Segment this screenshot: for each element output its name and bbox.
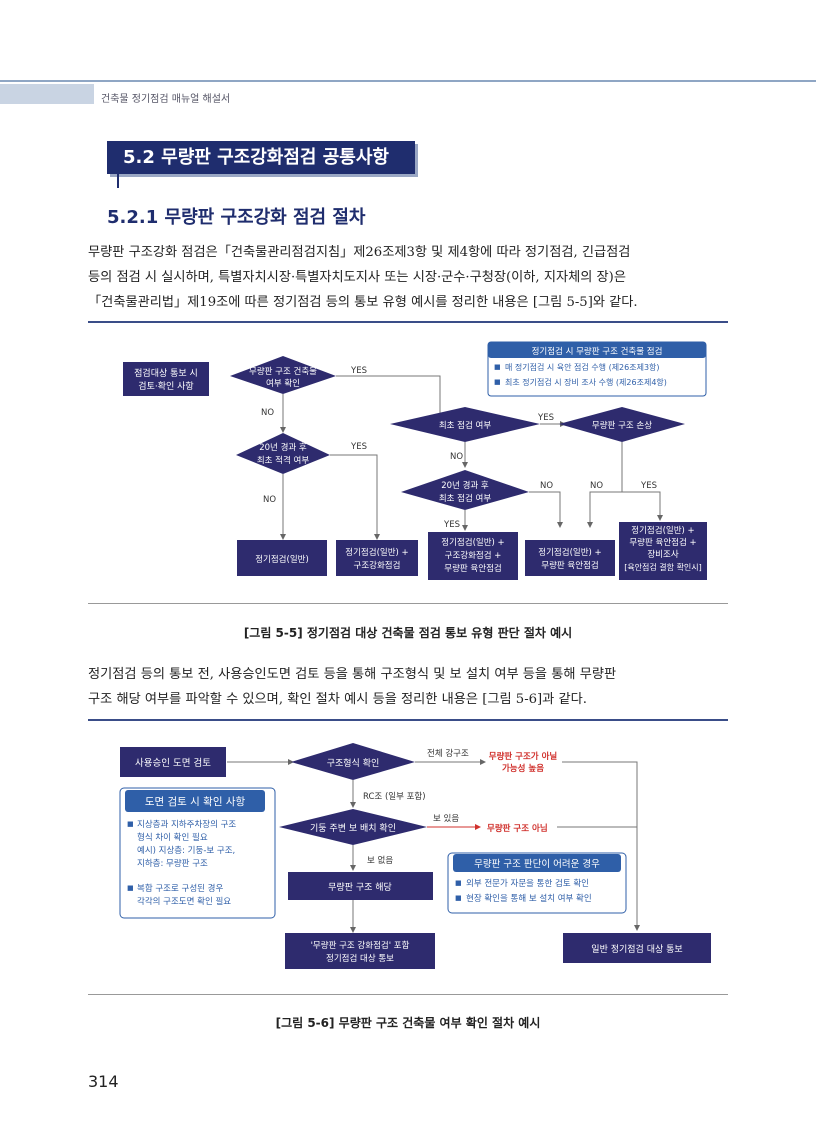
fig2-review-bullet-icon: ■: [127, 820, 134, 828]
figure2-caption: [그림 5-6] 무량판 구조 건축물 여부 확인 절차 예시: [275, 1016, 541, 1030]
fig1-no-label: NO: [450, 452, 463, 462]
fig1-output-line: 정기점검(일반): [255, 554, 309, 565]
fig1-output-line: [육안점검 결함 확인시]: [624, 562, 702, 572]
fig1-d3-label: 최초 점검 여부: [439, 420, 492, 431]
fig1-output-line: 구조강화점검 +: [445, 550, 502, 561]
fig2-review-line: 형식 차이 확인 필요: [137, 832, 208, 843]
fig1-yes-label: YES: [443, 520, 460, 530]
fig2-label-rc: RC조 (일부 포함): [363, 792, 426, 802]
fig1-yes-label: YES: [350, 442, 367, 452]
fig1-yes-label: YES: [537, 413, 554, 423]
fig2-bottom-line: 정기점검 대상 통보: [326, 953, 394, 964]
fig2-review-line: 지상층과 지하주차장의 구조: [137, 819, 236, 830]
fig1-d2-line: 20년 경과 후: [259, 442, 307, 453]
figure1-caption: [그림 5-5] 정기점검 대상 건축물 점검 통보 유형 판단 절차 예시: [243, 626, 573, 640]
figure-5-6-flowchart: 사용승인 도면 검토 구조형식 확인 전체 강구조 무량판 구조가 아닐 가능성…: [119, 743, 711, 969]
fig2-red-text-1: 무량판 구조가 아닐: [489, 751, 558, 762]
fig2-hard-title: 무량판 구조 판단이 어려운 경우: [474, 858, 600, 870]
fig2-d1-label: 구조형식 확인: [327, 757, 380, 769]
figure1-top-rule: [88, 321, 728, 323]
fig1-yes-label: YES: [350, 366, 367, 376]
header-tab: [0, 84, 94, 104]
header-rule: [0, 80, 816, 82]
fig1-no-label: NO: [540, 481, 553, 491]
fig2-review-title: 도면 검토 시 확인 사항: [145, 795, 246, 808]
fig2-bottom-line: '무량판 구조 강화점검' 포함: [311, 940, 410, 951]
fig1-output-line: 정기점검(일반) +: [345, 547, 408, 558]
section-tick: [117, 174, 119, 188]
fig1-output-line: 정기점검(일반) +: [441, 537, 504, 548]
fig1-info-item: 매 정기점검 시 육안 점검 수행 (제26조제3항): [505, 362, 660, 372]
fig2-red-text-2: 무량판 구조 아님: [487, 823, 548, 834]
fig1-info-bullet-icon: ■: [494, 363, 501, 371]
paragraph-1-line: 「건축물관리법」제19조에 따른 정기점검 등의 통보 유형 예시를 정리한 내…: [88, 295, 638, 310]
fig2-hard-item: 외부 전문가 자문을 통한 검토 확인: [466, 878, 589, 889]
fig1-d1-line: 여부 확인: [266, 378, 300, 389]
page-number: 314: [88, 1072, 119, 1091]
fig1-info-item: 최초 정기점검 시 장비 조사 수행 (제26조제4항): [505, 377, 667, 387]
fig2-review-line: 각각의 구조도면 확인 필요: [137, 896, 231, 907]
section-title: 5.2 무량판 구조강화점검 공통사항: [107, 141, 415, 174]
fig2-hard-item: 현장 확인을 통해 보 설치 여부 확인: [466, 893, 592, 904]
fig2-review-bullet-icon: ■: [127, 884, 134, 892]
fig1-output-line: 장비조사: [647, 549, 678, 560]
running-title: 건축물 정기점검 매뉴얼 해설서: [101, 94, 231, 105]
fig1-no-label: NO: [590, 481, 603, 491]
fig1-d4-label: 무량판 구조 손상: [592, 420, 652, 431]
figure-5-5-flowchart: 점검대상 통보 시 검토·확인 사항 무량판 구조 건축물 여부 확인 YES …: [123, 341, 707, 580]
fig1-start-line: 검토·확인 사항: [138, 380, 193, 392]
fig2-label-beam-yes: 보 있음: [433, 813, 459, 824]
fig2-general-box: 일반 정기점검 대상 통보: [591, 943, 682, 955]
fig1-output-line: 무량판 육안점검: [541, 560, 598, 571]
fig1-d2-line: 최초 적격 여부: [257, 455, 310, 466]
fig2-review-line: 복합 구조로 구성된 경우: [137, 883, 223, 894]
paragraph-2-line: 정기점검 등의 통보 전, 사용승인도면 검토 등을 통해 구조형식 및 보 설…: [88, 667, 617, 682]
fig1-output-line: 구조강화점검: [354, 560, 401, 571]
figure2-top-rule: [88, 719, 728, 721]
fig1-output-line: 정기점검(일반) +: [631, 525, 694, 536]
fig2-red-text-1: 가능성 높음: [502, 763, 544, 774]
paragraph-2: 정기점검 등의 통보 전, 사용승인도면 검토 등을 통해 구조형식 및 보 설…: [88, 662, 722, 712]
fig1-d1-line: 무량판 구조 건축물: [249, 366, 317, 377]
fig1-d5-line: 최초 점검 여부: [439, 493, 492, 504]
fig2-hard-bullet-icon: ■: [455, 894, 462, 902]
fig2-review-line: 지하층: 무량판 구조: [137, 858, 208, 869]
fig2-label-beam-no: 보 없음: [367, 856, 393, 866]
fig1-yes-label: YES: [640, 481, 657, 491]
fig2-start-box: 사용승인 도면 검토: [135, 757, 211, 769]
fig1-output-line: 무량판 육안점검: [444, 563, 501, 574]
fig1-no-label: NO: [261, 408, 274, 418]
paragraph-2-line: 구조 해당 여부를 파악할 수 있으며, 확인 절차 예시 등을 정리한 내용은…: [88, 692, 587, 707]
fig2-yes-box: 무량판 구조 해당: [328, 881, 392, 893]
paragraph-1-line: 등의 점검 시 실시하며, 특별자치시장·특별자치도지사 또는 시장·군수·구청…: [88, 270, 626, 285]
figure2-bottom-rule: [88, 994, 728, 995]
fig1-d5-line: 20년 경과 후: [441, 480, 489, 491]
fig2-d2-label: 기둥 주변 보 배치 확인: [310, 822, 396, 834]
figure1-bottom-rule: [88, 603, 728, 604]
fig1-no-label: NO: [263, 495, 276, 505]
fig2-hard-bullet-icon: ■: [455, 879, 462, 887]
paragraph-1: 무량판 구조강화 점검은「건축물관리점검지침」제26조제3항 및 제4항에 따라…: [88, 240, 722, 315]
fig1-start-line: 점검대상 통보 시: [134, 367, 198, 379]
fig1-output-line: 정기점검(일반) +: [538, 547, 601, 558]
fig2-label-all: 전체 강구조: [427, 748, 469, 759]
fig1-info-title: 정기점검 시 무량판 구조 건축물 점검: [532, 346, 663, 357]
fig1-output-line: 무량판 육안점검 +: [629, 537, 696, 548]
subsection-title: 5.2.1 무량판 구조강화 점검 절차: [107, 207, 366, 228]
fig1-info-bullet-icon: ■: [494, 378, 501, 386]
fig2-review-line: 예시) 지상층: 기둥-보 구조,: [137, 845, 235, 856]
paragraph-1-line: 무량판 구조강화 점검은「건축물관리점검지침」제26조제3항 및 제4항에 따라…: [88, 245, 631, 260]
